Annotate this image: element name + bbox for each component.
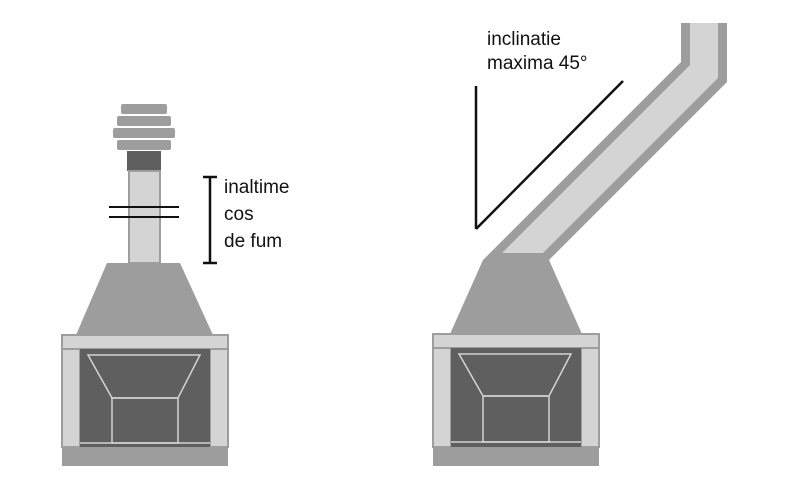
incline-label-line1: inclinatie	[487, 29, 561, 50]
fireplace-mantle	[61, 334, 229, 350]
incline-label-line2: maxima 45°	[487, 53, 588, 74]
fireplace-pillar-left	[432, 347, 452, 448]
fireplace-base	[62, 447, 228, 466]
fireplace-pillar-left	[61, 348, 81, 448]
inclined-chimney-pipe-inner	[502, 23, 718, 253]
fireplace-pillar-right	[580, 347, 600, 448]
height-label-line3: de fum	[224, 231, 282, 252]
right-fireplace: inclinatie maxima 45°	[432, 23, 727, 466]
height-marker	[203, 175, 217, 265]
height-label-line2: cos	[224, 204, 254, 225]
firebox	[451, 348, 581, 447]
fireplace-mantle	[432, 333, 600, 349]
fireplace-hood	[450, 260, 582, 334]
fireplace-pillar-right	[209, 348, 229, 448]
height-label-line1: inaltime	[224, 177, 289, 198]
left-fireplace: inaltime cos de fum	[61, 104, 289, 466]
inclined-chimney-pipe	[483, 23, 727, 260]
angle-marker	[474, 80, 624, 230]
chimney-cap	[113, 104, 175, 171]
fireplace-base	[433, 447, 599, 466]
fireplace-hood	[76, 263, 213, 335]
